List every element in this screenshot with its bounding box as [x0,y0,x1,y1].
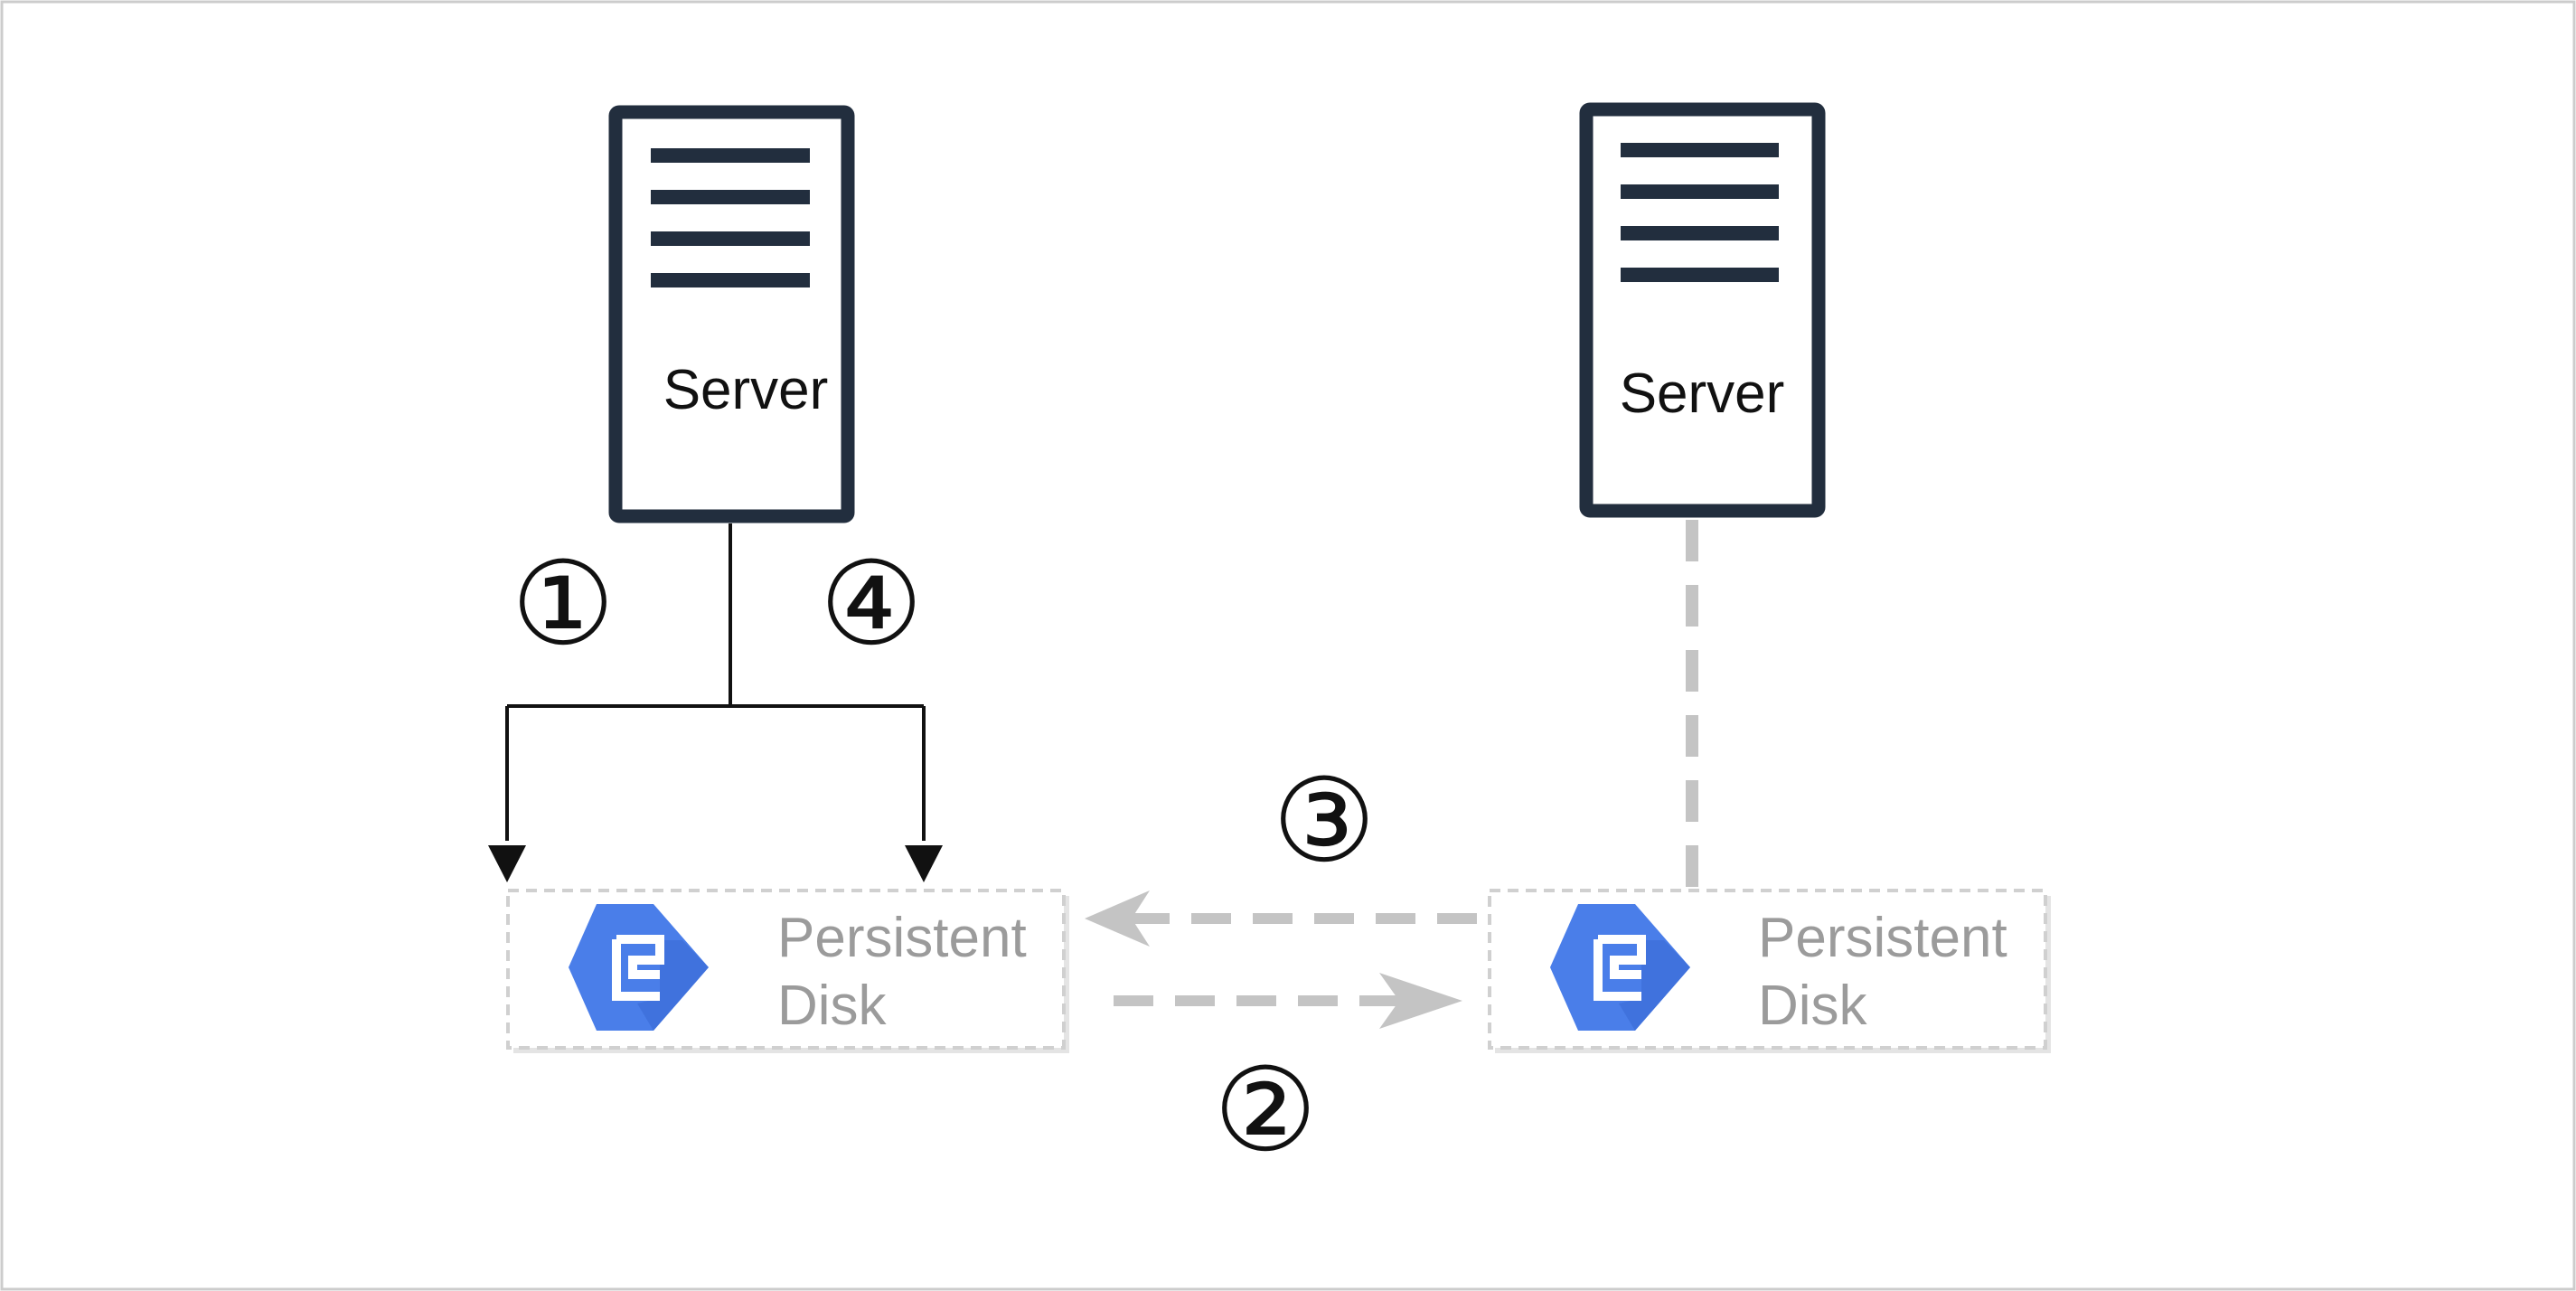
step-1-label: ① [512,537,616,672]
persistent-disk-icon [1550,904,1690,1031]
server-right-label: Server [1620,363,1785,425]
disk-left-label-line2: Disk [777,975,888,1037]
persistent-disk-icon [569,904,709,1031]
disk-right-label-line1: Persistent [1758,907,2007,969]
server-left: Server [608,105,855,523]
server-left-rack-lines [651,148,810,287]
server-right: Server [1579,102,1826,518]
server-left-label: Server [663,359,829,421]
step-3-label: ③ [1273,754,1377,889]
dashed-arrow-step2 [1114,973,1462,1029]
disk-left-label-line1: Persistent [777,907,1027,969]
disk-right-label-line2: Disk [1758,975,1868,1037]
server-right-rack-lines [1621,143,1779,282]
disk-right: Persistent Disk [1488,889,2051,1053]
step-2-label: ② [1214,1043,1318,1178]
step-4-label: ④ [820,537,924,672]
arrow-head-step4 [905,845,943,882]
solid-connector [505,523,926,841]
disk-left: Persistent Disk [506,889,1069,1053]
arrow-head-step1 [488,845,526,882]
